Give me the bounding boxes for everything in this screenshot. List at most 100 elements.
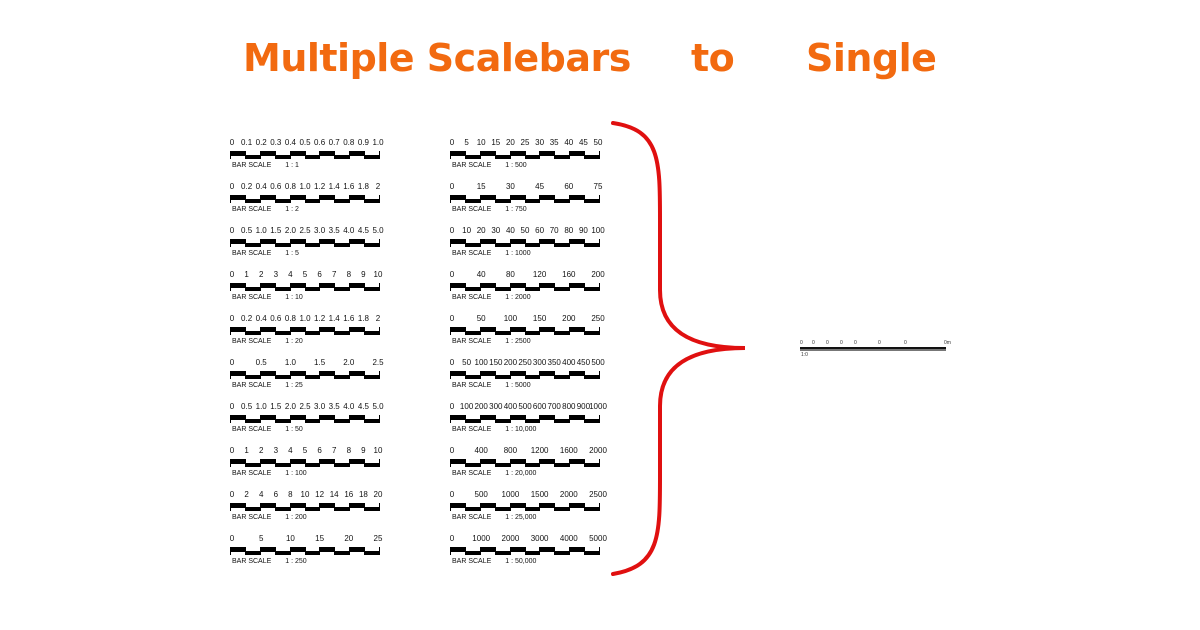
scalebar-tick-label: 3.5 bbox=[328, 226, 340, 235]
scalebar-tick-label: 3.0 bbox=[314, 226, 326, 235]
scale-ratio: 1 : 25,000 bbox=[505, 514, 537, 521]
scalebar-tick-label: 1 bbox=[244, 270, 249, 279]
scalebar-segment bbox=[510, 503, 526, 511]
scale-ratio: 1 : 750 bbox=[505, 206, 527, 213]
caption-prefix: BAR SCALE bbox=[452, 426, 492, 433]
scalebar-tick-label: 0 bbox=[229, 534, 235, 543]
scalebar-segment bbox=[540, 327, 556, 335]
scalebar-segment bbox=[335, 547, 351, 555]
scalebar-segment bbox=[555, 415, 571, 423]
scalebar-tick-label: 0 bbox=[449, 138, 455, 147]
scalebar-segment bbox=[231, 283, 246, 291]
scale-ratio: 1 : 5 bbox=[285, 250, 299, 257]
scalebar-segment bbox=[585, 327, 600, 335]
scalebar-segment bbox=[245, 151, 261, 159]
scalebar-tick-label: 25 bbox=[373, 534, 383, 543]
scalebar-tick-label: 0.2 bbox=[241, 182, 253, 191]
scalebar-bar bbox=[450, 503, 600, 511]
scalebar-segment bbox=[555, 195, 571, 203]
scalebar-tick-label: 6 bbox=[273, 490, 279, 499]
caption-prefix: BAR SCALE bbox=[232, 162, 272, 169]
scalebar-tick-label: 0 bbox=[229, 358, 235, 367]
scalebar-tick-label: 0.4 bbox=[255, 182, 267, 191]
scalebar-tick-label: 16 bbox=[344, 490, 354, 499]
single-tick-label: 0 bbox=[840, 340, 843, 346]
scalebar-segment bbox=[555, 283, 571, 291]
scalebar-segment bbox=[335, 239, 351, 247]
scalebar-segment bbox=[510, 327, 526, 335]
scalebar-tick-label: 50 bbox=[520, 226, 530, 235]
scalebar-segment bbox=[305, 327, 321, 335]
scalebar-tick-label: 1000 bbox=[501, 490, 520, 499]
scalebar-segment bbox=[465, 327, 481, 335]
scalebar-tick-label: 200 bbox=[562, 314, 576, 323]
scalebar-segment bbox=[275, 547, 291, 555]
scalebar-segment bbox=[525, 327, 541, 335]
scalebar-tick-label: 150 bbox=[489, 358, 503, 367]
scalebar-tick-label: 75 bbox=[593, 182, 603, 191]
scalebar-segment bbox=[290, 239, 306, 247]
scalebar-segment bbox=[525, 371, 541, 379]
scalebar-tick-label: 0.2 bbox=[255, 138, 267, 147]
scalebar-tick-label: 1.6 bbox=[343, 182, 355, 191]
scalebar-segment bbox=[495, 239, 511, 247]
scalebar-segment bbox=[245, 371, 261, 379]
scalebar-segment bbox=[451, 239, 466, 247]
scalebar-segment bbox=[585, 503, 600, 511]
caption-prefix: BAR SCALE bbox=[452, 294, 492, 301]
scalebar-tick-label: 100 bbox=[503, 314, 518, 323]
scalebar-bar bbox=[450, 459, 600, 467]
scalebar-segment bbox=[540, 503, 556, 511]
scalebar-segment bbox=[465, 371, 481, 379]
scalebar-tick-label: 10 bbox=[373, 270, 383, 279]
scalebar-segment bbox=[525, 239, 541, 247]
scalebar-tick-label: 120 bbox=[532, 270, 547, 279]
scalebar-segment bbox=[260, 195, 276, 203]
scalebar-bar bbox=[450, 415, 600, 423]
scale-ratio: 1 : 10 bbox=[285, 294, 303, 301]
scalebar-segment bbox=[555, 371, 571, 379]
scalebar-segment bbox=[495, 327, 511, 335]
scalebar-tick-label: 40 bbox=[564, 138, 574, 147]
scalebar-segment bbox=[245, 459, 261, 467]
scalebar-tick-label: 15 bbox=[476, 182, 486, 191]
scalebar-segment bbox=[260, 327, 276, 335]
scalebar-segment bbox=[260, 415, 276, 423]
scalebar-tick-label: 0 bbox=[229, 226, 235, 235]
scalebar-tick-label: 1500 bbox=[530, 490, 549, 499]
scalebar-tick-label: 0.9 bbox=[357, 138, 369, 147]
scalebar-segment bbox=[245, 283, 261, 291]
single-tick-label: 0 bbox=[826, 340, 829, 346]
scalebar-tick-label: 0 bbox=[449, 402, 455, 411]
scalebar-segment bbox=[570, 547, 586, 555]
scalebar-tick-label: 1 bbox=[244, 446, 249, 455]
curly-brace bbox=[611, 121, 746, 576]
scalebar-segment bbox=[540, 459, 556, 467]
scalebar-tick-label: 500 bbox=[518, 402, 532, 411]
scalebar-tick-label: 1.5 bbox=[270, 226, 282, 235]
scalebar-tick-label: 0 bbox=[449, 182, 455, 191]
single-tick-label: 0 bbox=[800, 340, 803, 346]
scalebar-segment bbox=[451, 283, 466, 291]
scale-ratio: 1 : 100 bbox=[285, 470, 307, 477]
scalebar-segment bbox=[555, 151, 571, 159]
scalebar-segment bbox=[305, 371, 321, 379]
scalebar-segment bbox=[275, 283, 291, 291]
scalebar-segment bbox=[231, 415, 246, 423]
scalebar-segment bbox=[260, 371, 276, 379]
scalebar-segment bbox=[290, 459, 306, 467]
scalebar-segment bbox=[290, 327, 306, 335]
scalebar-segment bbox=[480, 503, 496, 511]
scalebar-segment bbox=[245, 547, 261, 555]
scalebar-segment bbox=[585, 371, 600, 379]
